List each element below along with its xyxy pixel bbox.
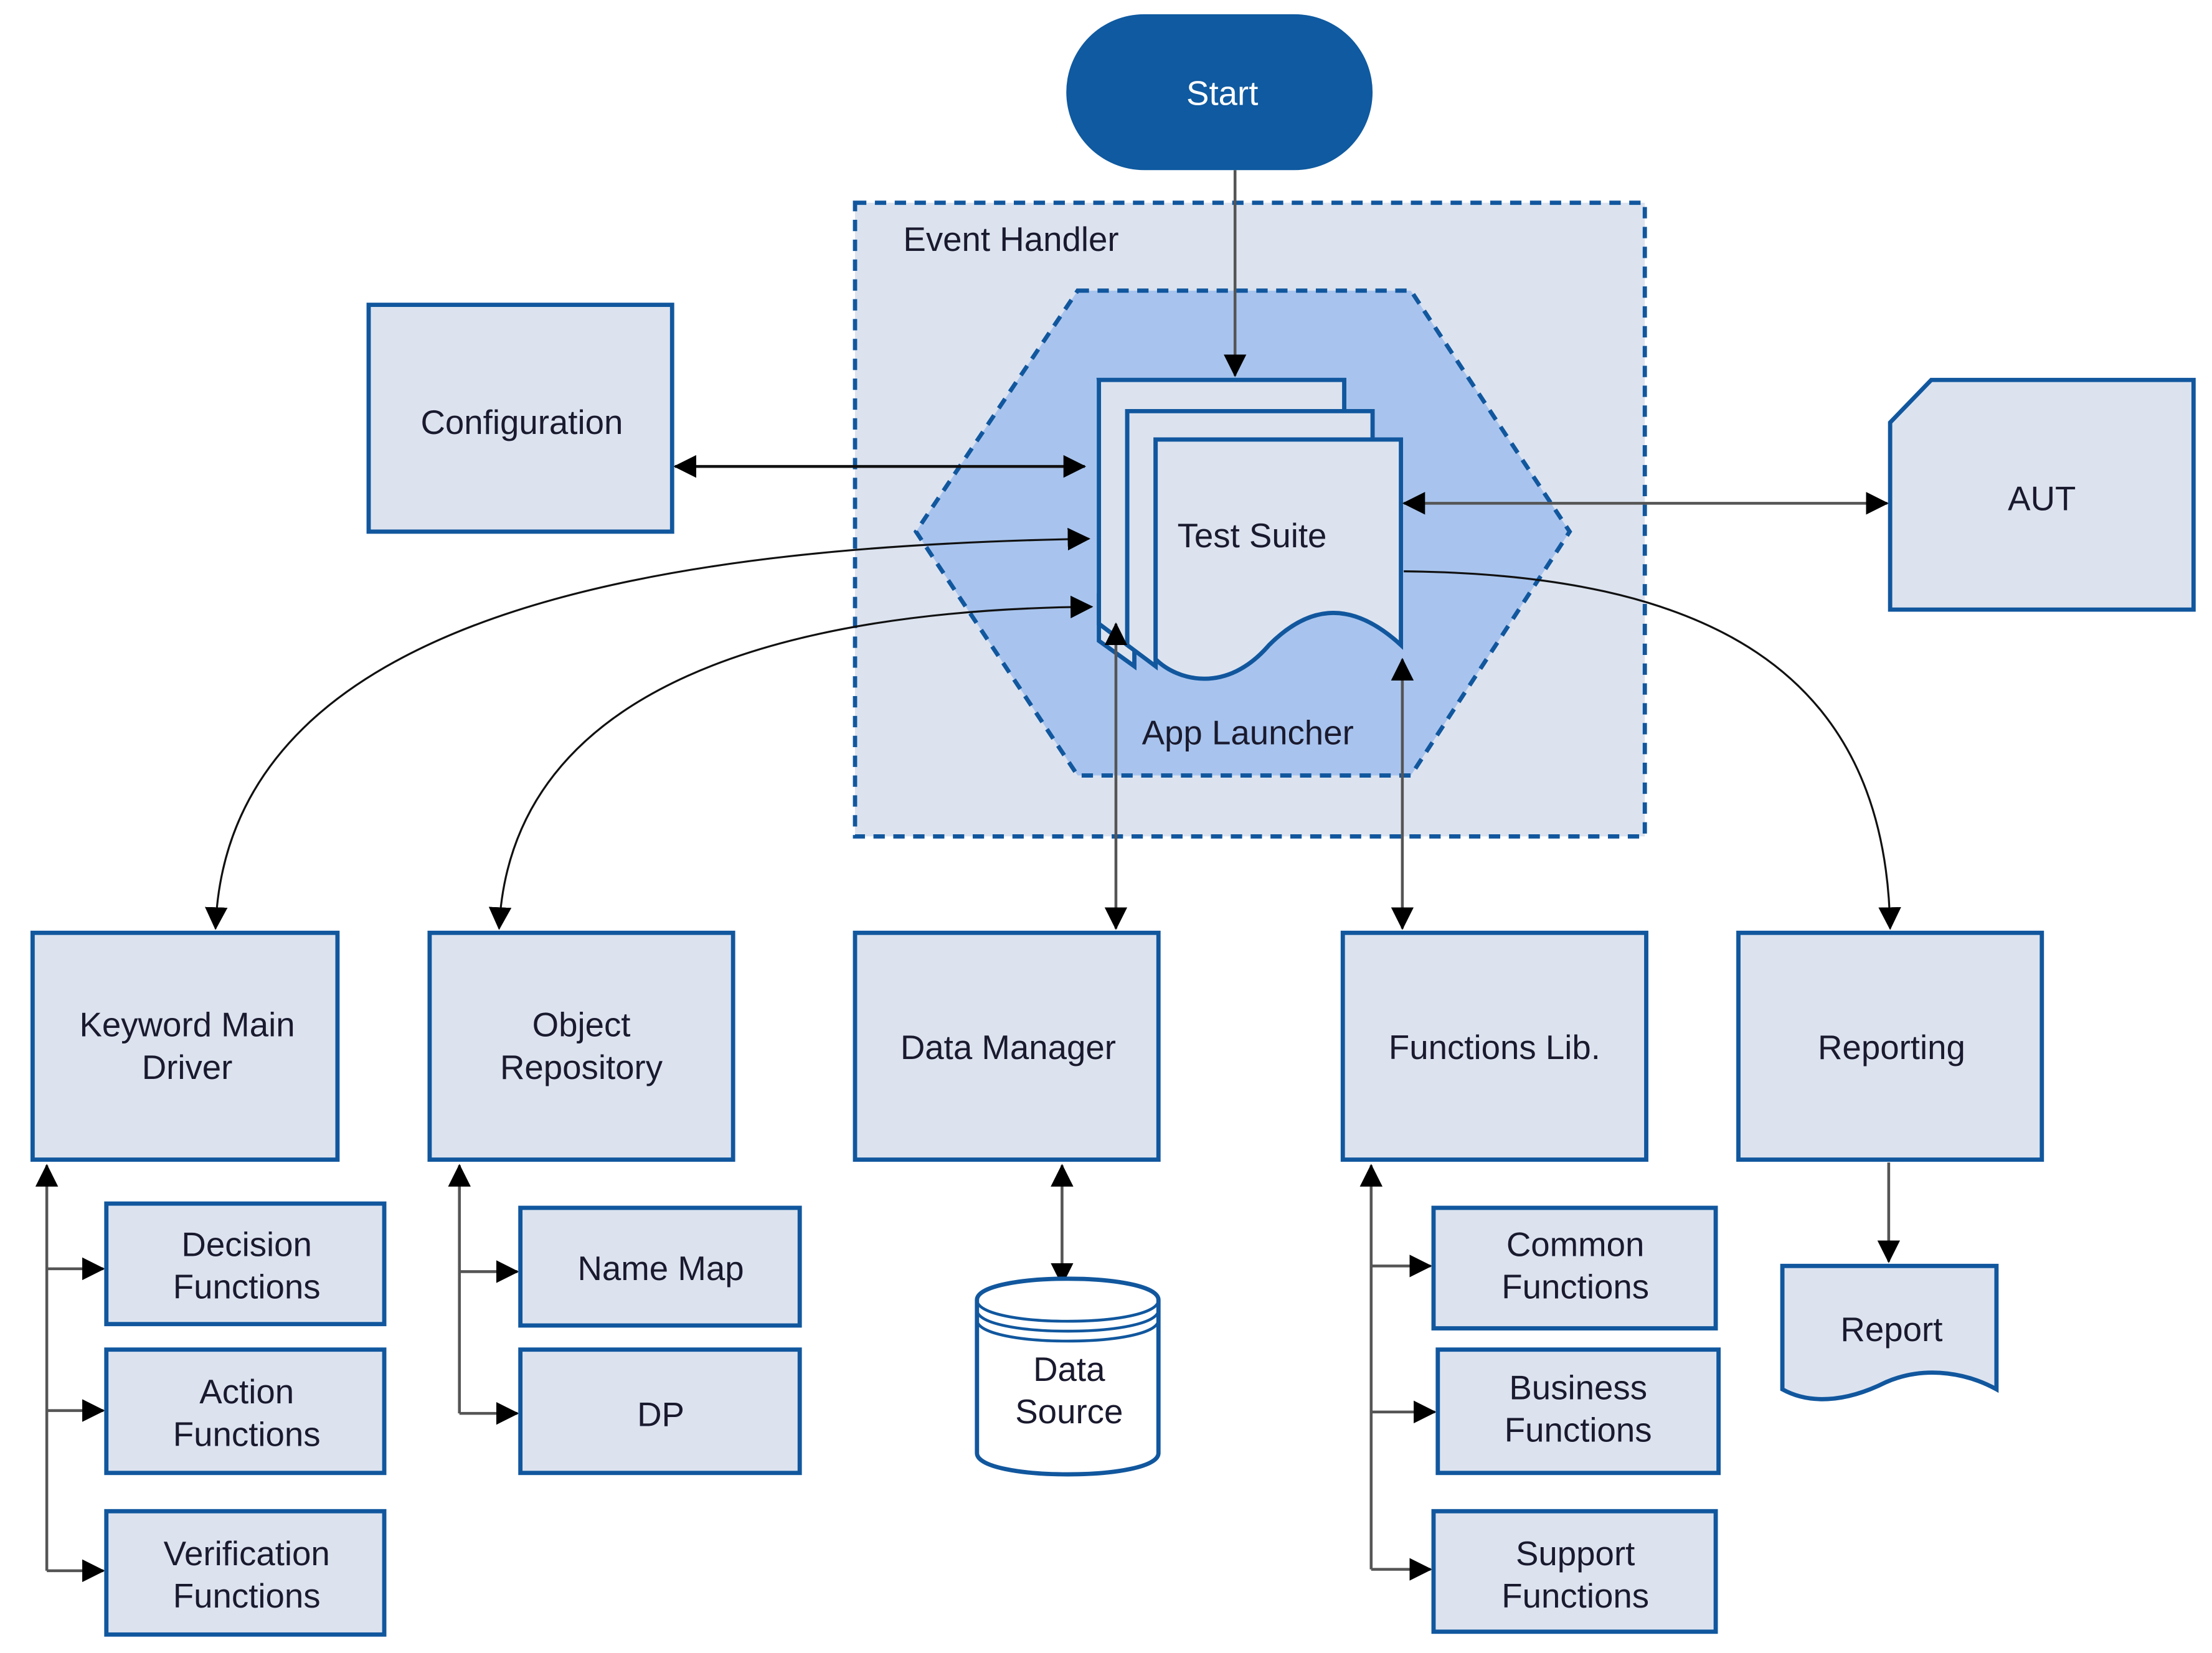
start-node[interactable]: Start — [1066, 14, 1373, 171]
dp-label: DP — [637, 1396, 684, 1434]
action-functions-node[interactable]: Action Functions — [104, 1347, 387, 1476]
keyword-main-driver-line1: Keyword Main — [79, 1005, 295, 1043]
data-source-line2: Source — [1015, 1393, 1123, 1431]
action-functions-line1: Action — [199, 1373, 294, 1411]
verification-functions-line1: Verification — [164, 1535, 330, 1573]
data-manager-node[interactable]: Data Manager — [853, 930, 1161, 1162]
reporting-label: Reporting — [1818, 1029, 1965, 1067]
app-launcher-label: App Launcher — [1142, 713, 1354, 751]
support-functions-line2: Functions — [1501, 1577, 1649, 1615]
aut-label: AUT — [2008, 480, 2076, 518]
start-label: Start — [1186, 75, 1258, 113]
report-node[interactable]: Report — [1780, 1263, 1999, 1401]
test-suite-label: Test Suite — [1178, 517, 1327, 555]
keyword-main-driver-node[interactable]: Keyword Main Driver — [30, 930, 340, 1162]
name-map-node[interactable]: Name Map — [518, 1205, 802, 1328]
data-manager-label: Data Manager — [900, 1029, 1116, 1067]
keyword-main-driver-line2: Driver — [142, 1048, 233, 1086]
business-functions-line2: Functions — [1505, 1411, 1652, 1449]
data-source-node[interactable]: Data Source — [975, 1276, 1161, 1477]
dp-node[interactable]: DP — [518, 1347, 802, 1476]
decision-functions-line1: Decision — [181, 1225, 311, 1263]
object-repository-node[interactable]: Object Repository — [427, 930, 735, 1162]
functions-lib-node[interactable]: Functions Lib. — [1340, 930, 1648, 1162]
support-functions-node[interactable]: Support Functions — [1431, 1509, 1718, 1634]
configuration-label: Configuration — [420, 403, 623, 441]
business-functions-line1: Business — [1509, 1368, 1647, 1406]
common-functions-line2: Functions — [1501, 1268, 1649, 1306]
test-suite-node[interactable]: Test Suite — [1096, 377, 1404, 681]
configuration-node[interactable]: Configuration — [366, 303, 674, 534]
decision-functions-node[interactable]: Decision Functions — [104, 1201, 387, 1327]
support-functions-line1: Support — [1516, 1535, 1635, 1573]
functions-lib-label: Functions Lib. — [1389, 1029, 1600, 1067]
aut-node[interactable]: AUT — [1888, 377, 2196, 612]
common-functions-node[interactable]: Common Functions — [1431, 1205, 1718, 1330]
name-map-label: Name Map — [577, 1250, 744, 1288]
object-repository-curve-arrow — [488, 595, 1094, 930]
decision-functions-line2: Functions — [173, 1268, 321, 1306]
report-label: Report — [1840, 1311, 1942, 1349]
action-functions-line2: Functions — [173, 1416, 321, 1454]
reporting-node[interactable]: Reporting — [1736, 930, 2044, 1162]
common-functions-line1: Common — [1506, 1225, 1645, 1263]
business-functions-node[interactable]: Business Functions — [1435, 1347, 1721, 1476]
object-repository-line1: Object — [532, 1005, 631, 1043]
event-handler-label: Event Handler — [903, 220, 1118, 258]
reporting-curve-arrow — [1404, 570, 1901, 930]
object-repository-line2: Repository — [500, 1048, 663, 1086]
verification-functions-line2: Functions — [173, 1577, 321, 1615]
verification-functions-node[interactable]: Verification Functions — [104, 1509, 387, 1637]
data-source-line1: Data — [1033, 1350, 1105, 1388]
